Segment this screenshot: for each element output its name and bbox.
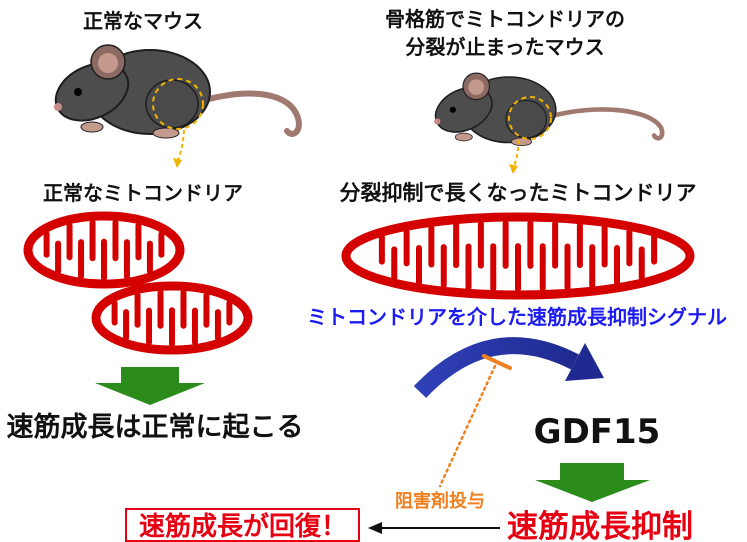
gdf15-label: GDF15 <box>534 412 661 452</box>
suppression-outcome: 速筋成長抑制 <box>507 509 693 542</box>
left-green-down-arrow-icon <box>95 367 205 405</box>
left-yellow-dashed-arrow-icon <box>173 129 185 168</box>
recovery-text: 速筋成長が回復！ <box>139 511 347 542</box>
inhibitor-label: 阻害剤投与 <box>395 490 485 512</box>
inhibition-bar-icon <box>438 354 512 488</box>
normal-mito-label: 正常なミトコンドリア <box>43 181 243 205</box>
right-green-down-arrow-icon <box>535 463 650 502</box>
right-title-line1: 骨格筋でミトコンドリアの <box>385 7 625 31</box>
recovery-box <box>125 508 360 542</box>
normal-growth-outcome: 速筋成長は正常に起こる <box>7 411 304 443</box>
normal-mitochondrion-icon-1 <box>23 211 185 289</box>
elongated-mitochondrion-icon <box>341 212 695 300</box>
right-yellow-dashed-arrow-icon <box>509 139 520 174</box>
signal-curved-arrow-icon <box>413 337 604 398</box>
signal-label: ミトコンドリアを介した速筋成長抑制シグナル <box>307 305 727 329</box>
right-muscle-highlight-circle <box>508 96 552 140</box>
normal-mitochondrion-icon-2 <box>91 281 253 355</box>
normal-mouse-illustration <box>47 45 299 138</box>
left-muscle-highlight-circle <box>152 78 204 130</box>
right-title-line2: 分裂が止まったマウス <box>405 35 604 59</box>
left-black-arrow-icon <box>368 522 500 534</box>
fission-blocked-mouse-illustration <box>434 72 665 147</box>
elongated-mito-label: 分裂抑制で長くなったミトコンドリア <box>340 181 697 205</box>
left-title: 正常なマウス <box>83 9 203 33</box>
inhibitor-dotted-line <box>438 364 497 488</box>
